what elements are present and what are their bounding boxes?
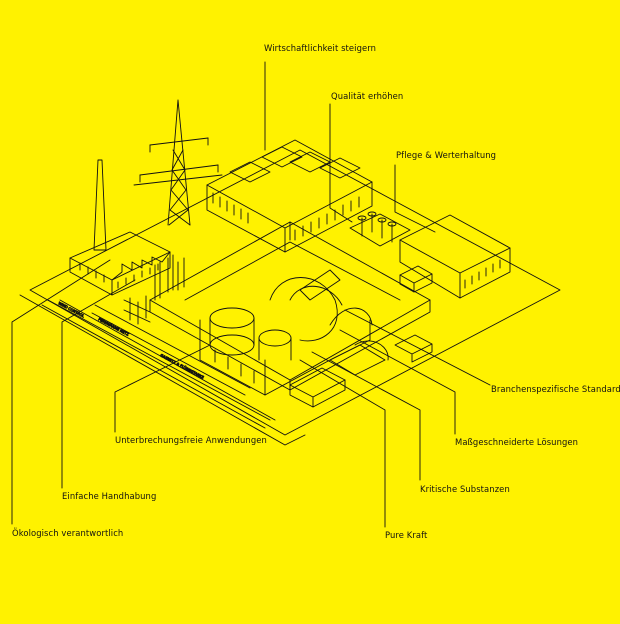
- office-building-icon: [206, 139, 373, 253]
- power-plant-icon: [69, 159, 185, 325]
- turbine-machinery: [199, 269, 389, 396]
- label-massgeschneidert: Maßgeschneiderte Lösungen: [455, 437, 579, 447]
- label-kritische: Kritische Substanzen: [420, 484, 510, 494]
- label-pflege: Pflege & Werterhaltung: [396, 150, 497, 160]
- label-qualitaet: Qualität erhöhen: [331, 91, 404, 101]
- ground-plate: [19, 149, 561, 446]
- leader-lines: [11, 61, 491, 528]
- road-label-b: FERNWÄRME NETZ: [98, 316, 131, 337]
- label-unterbrechungsfrei: Unterbrechungsfreie Anwendungen: [115, 435, 267, 445]
- label-pure-kraft: Pure Kraft: [385, 530, 428, 540]
- road-network: WIND CONTROL FERNWÄRME NETZ GASNETZ & FL…: [41, 299, 271, 429]
- power-pylon-icon: [133, 99, 223, 226]
- label-wirtschaftlichkeit: Wirtschaftlichkeit steigern: [264, 43, 377, 53]
- truck-icon: [289, 265, 433, 408]
- label-branchenspezifisch: Branchenspezifische Standards: [491, 384, 620, 394]
- tank-cluster-icon: [349, 211, 411, 247]
- label-einfache: Einfache Handhabung: [62, 491, 157, 501]
- warehouse-icon: [399, 214, 511, 299]
- label-oekologisch: Ökologisch verantwortlich: [12, 528, 124, 538]
- inner-hall: [149, 221, 431, 391]
